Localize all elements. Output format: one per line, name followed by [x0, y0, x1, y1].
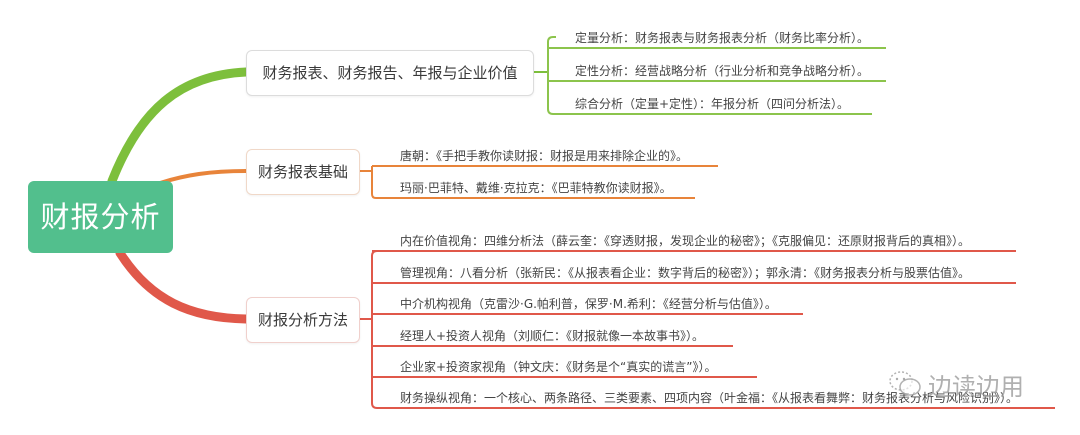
leaf-buffett-book[interactable]: 玛丽·巴菲特、戴维·克拉克：《巴菲特教你读财报》。: [400, 181, 672, 195]
branch-node-analysis-methods[interactable]: 财报分析方法: [246, 297, 360, 343]
leaf-comprehensive-analysis[interactable]: 综合分析（定量+定性）：年报分析（四问分析法）。: [575, 97, 850, 111]
leaf-quantitative-analysis[interactable]: 定量分析：财务报表与财务报表分析（财务比率分析）。: [575, 31, 870, 45]
branch-node-enterprise-value[interactable]: 财务报表、财务报告、年报与企业价值: [246, 50, 534, 96]
leaf-intermediary-view[interactable]: 中介机构视角（克雷沙·G.帕利普，保罗·M.希利：《经营分析与估值》）。: [400, 297, 777, 311]
leaf-manipulation-view[interactable]: 财务操纵视角：一个核心、两条路径、三类要素、四项内容（叶金福：《从报表看舞弊：财…: [400, 391, 1019, 405]
leaf-management-view[interactable]: 管理视角：八看分析（张新民：《从报表看企业：数字背后的秘密》）；郭永清：《财务报…: [400, 266, 971, 280]
leaf-manager-investor-view[interactable]: 经理人+投资人视角（刘顺仁：《财报就像一本故事书》）。: [400, 329, 705, 343]
leaf-entrepreneur-investor-view[interactable]: 企业家+投资家视角（钟文庆：《财务是个“真实的谎言”》）。: [400, 360, 717, 374]
watermark: 边读边用: [888, 366, 1024, 402]
leaf-qualitative-analysis[interactable]: 定性分析：经营战略分析（行业分析和竞争战略分析）。: [575, 64, 870, 78]
connector-root-branch-3: [115, 248, 251, 324]
leaf-intrinsic-value-view[interactable]: 内在价值视角：四维分析法（薛云奎：《穿透财报，发现企业的秘密》；《克服偏见：还原…: [400, 234, 971, 248]
connector-root-branch-2: [159, 169, 247, 185]
watermark-text: 边读边用: [928, 372, 1024, 401]
wechat-icon: [888, 369, 922, 399]
branch-node-statement-basics[interactable]: 财务报表基础: [246, 149, 360, 195]
connector-root-branch-1: [107, 67, 251, 186]
root-node[interactable]: 财报分析: [28, 181, 173, 253]
leaf-tangchao-book[interactable]: 唐朝：《手把手教你读财报：财报是用来排除企业的》。: [400, 149, 689, 163]
